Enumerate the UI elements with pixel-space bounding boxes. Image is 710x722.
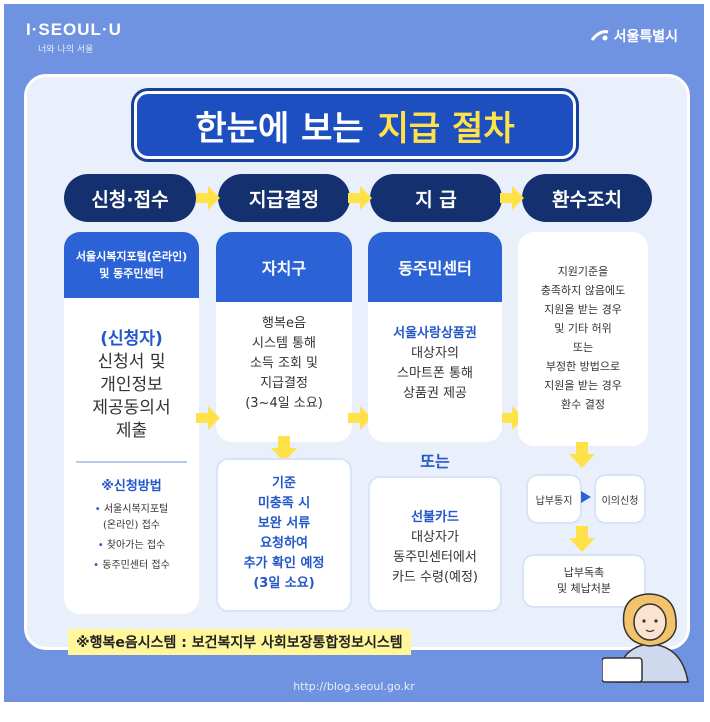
- method-list: • 서울시복지포털 (온라인) 접수 • 찾아가는 접수 • 동주민센터 접수: [64, 502, 199, 574]
- supplement-line: 보완 서류: [257, 516, 311, 531]
- apply-line: 개인정보: [100, 375, 163, 395]
- prepaid-card-box: 선불카드 대상자가 동주민센터에서 카드 수령(예정): [368, 476, 502, 612]
- apply-line: 신청서 및: [97, 352, 166, 372]
- decision-header: 자치구: [216, 232, 352, 302]
- objection-box: 이의신청: [594, 474, 646, 524]
- payment-line: 대상자의: [411, 346, 459, 361]
- arrow-down-icon: [569, 442, 595, 468]
- apply-header-line1: 서울시복지포털(온라인): [75, 250, 188, 263]
- blog-url: http://blog.seoul.go.kr: [293, 680, 415, 693]
- payment-notice-box: 납부통지: [526, 474, 582, 524]
- recovery-column: 지원기준을 충족하지 않음에도 지원을 받는 경우 및 기타 허위 또는 부정한…: [518, 232, 648, 446]
- decision-column: 자치구 행복e음 시스템 통해 소득 조회 및 지급결정 (3~4일 소요): [216, 232, 352, 442]
- method-item: 서울시복지포털: [103, 504, 169, 515]
- supplement-line: 기준: [272, 476, 296, 491]
- title-part2: 지급 절차: [377, 108, 515, 149]
- arrow-down-icon: [271, 436, 297, 462]
- person-at-laptop-illustration: [602, 593, 689, 683]
- page-title: 한눈에 보는 지급 절차: [134, 91, 576, 159]
- method-item: 찾아가는 접수: [106, 540, 166, 551]
- method-title: ※신청방법: [101, 479, 162, 494]
- payment-line: 스마트폰 통해: [397, 366, 473, 381]
- payment-column: 동주민센터 서울사랑상품권 대상자의 스마트폰 통해 상품권 제공: [368, 232, 502, 442]
- final-action-text: 납부독촉 및 체납처분: [524, 565, 644, 597]
- recovery-line: 및 기타 허위: [554, 322, 612, 335]
- arrow-down-icon: [569, 526, 595, 552]
- arrow-right-icon: [196, 186, 220, 210]
- or-label: 또는: [420, 452, 450, 471]
- apply-line: 제출: [115, 421, 148, 441]
- arrow-right-icon: [196, 406, 220, 430]
- recovery-line: 지원기준을: [557, 265, 609, 278]
- prepaid-line: 동주민센터에서: [393, 550, 477, 565]
- voucher-name: 서울사랑상품권: [393, 326, 477, 341]
- apply-header-line2: 및 동주민센터: [99, 267, 164, 280]
- method-item: 동주민센터 접수: [102, 560, 170, 571]
- decision-line: 지급결정: [260, 376, 308, 391]
- supplement-text: 기준 미충족 시 보완 서류 요청하여 추가 확인 예정 (3일 소요): [218, 474, 350, 594]
- supplement-line: 미충족 시: [257, 496, 311, 511]
- prepaid-line: 대상자가: [411, 530, 459, 545]
- decision-line: 소득 조회 및: [249, 356, 319, 371]
- method-item: (온라인) 접수: [103, 520, 160, 531]
- iseoulu-logo: I·SEOUL·U: [26, 20, 122, 39]
- apply-header: 서울시복지포털(온라인) 및 동주민센터: [64, 232, 199, 298]
- prepaid-card-name: 선불카드: [411, 510, 459, 525]
- seoul-symbol-icon: [590, 30, 608, 41]
- title-part1: 한눈에 보는: [195, 108, 364, 149]
- recovery-line: 부정한 방법으로: [545, 360, 621, 373]
- logo-tagline: 너와 나의 서울: [38, 45, 94, 55]
- decision-line: 시스템 통해: [252, 336, 316, 351]
- recovery-line: 지원을 받는 경우: [544, 303, 622, 316]
- divider: [76, 461, 187, 463]
- recovery-line: 또는: [572, 341, 594, 354]
- payment-header: 동주민센터: [368, 232, 502, 302]
- recovery-line: 지원을 받는 경우: [544, 379, 622, 392]
- final-line: 및 체납처분: [556, 582, 612, 595]
- step-apply: 신청·접수: [64, 174, 196, 222]
- triangle-right-icon: [581, 491, 591, 503]
- recovery-line: 충족하지 않음에도: [540, 284, 626, 297]
- city-name: 서울특별시: [613, 29, 678, 45]
- seoul-city-logo: 서울특별시: [590, 26, 678, 46]
- supplement-line: 추가 확인 예정: [243, 556, 325, 571]
- payment-body: 서울사랑상품권 대상자의 스마트폰 통해 상품권 제공: [368, 324, 502, 404]
- supplement-line: (3일 소요): [253, 576, 315, 591]
- step-payment: 지 급: [370, 174, 502, 222]
- final-line: 납부독촉: [563, 566, 605, 579]
- supplement-line: 요청하여: [260, 536, 308, 551]
- arrow-right-icon: [348, 406, 372, 430]
- supplement-box: 기준 미충족 시 보완 서류 요청하여 추가 확인 예정 (3일 소요): [216, 458, 352, 612]
- apply-applicant: (신청자): [100, 329, 163, 349]
- payment-line: 상품권 제공: [403, 386, 467, 401]
- recovery-line: 환수 결정: [561, 398, 605, 411]
- decision-line: 행복e음: [262, 316, 306, 331]
- final-action-box: 납부독촉 및 체납처분: [522, 554, 646, 608]
- apply-column: 서울시복지포털(온라인) 및 동주민센터 (신청자) 신청서 및 개인정보 제공…: [64, 232, 199, 614]
- step-decision: 지급결정: [218, 174, 350, 222]
- apply-line: 제공동의서: [92, 398, 171, 418]
- infographic-canvas: I·SEOUL·U 너와 나의 서울 서울특별시 한눈에 보는 지급 절차 신청…: [4, 4, 704, 702]
- prepaid-card-text: 선불카드 대상자가 동주민센터에서 카드 수령(예정): [370, 508, 500, 588]
- footnote: ※행복e음시스템 : 보건복지부 사회보장통합정보시스템: [68, 629, 411, 655]
- arrow-right-icon: [500, 186, 524, 210]
- apply-body: (신청자) 신청서 및 개인정보 제공동의서 제출: [64, 328, 199, 443]
- decision-body: 행복e음 시스템 통해 소득 조회 및 지급결정 (3~4일 소요): [216, 314, 352, 414]
- decision-line: (3~4일 소요): [245, 396, 323, 411]
- arrow-right-icon: [348, 186, 372, 210]
- step-recovery: 환수조치: [522, 174, 652, 222]
- prepaid-line: 카드 수령(예정): [391, 570, 479, 585]
- recovery-body: 지원기준을 충족하지 않음에도 지원을 받는 경우 및 기타 허위 또는 부정한…: [518, 262, 648, 414]
